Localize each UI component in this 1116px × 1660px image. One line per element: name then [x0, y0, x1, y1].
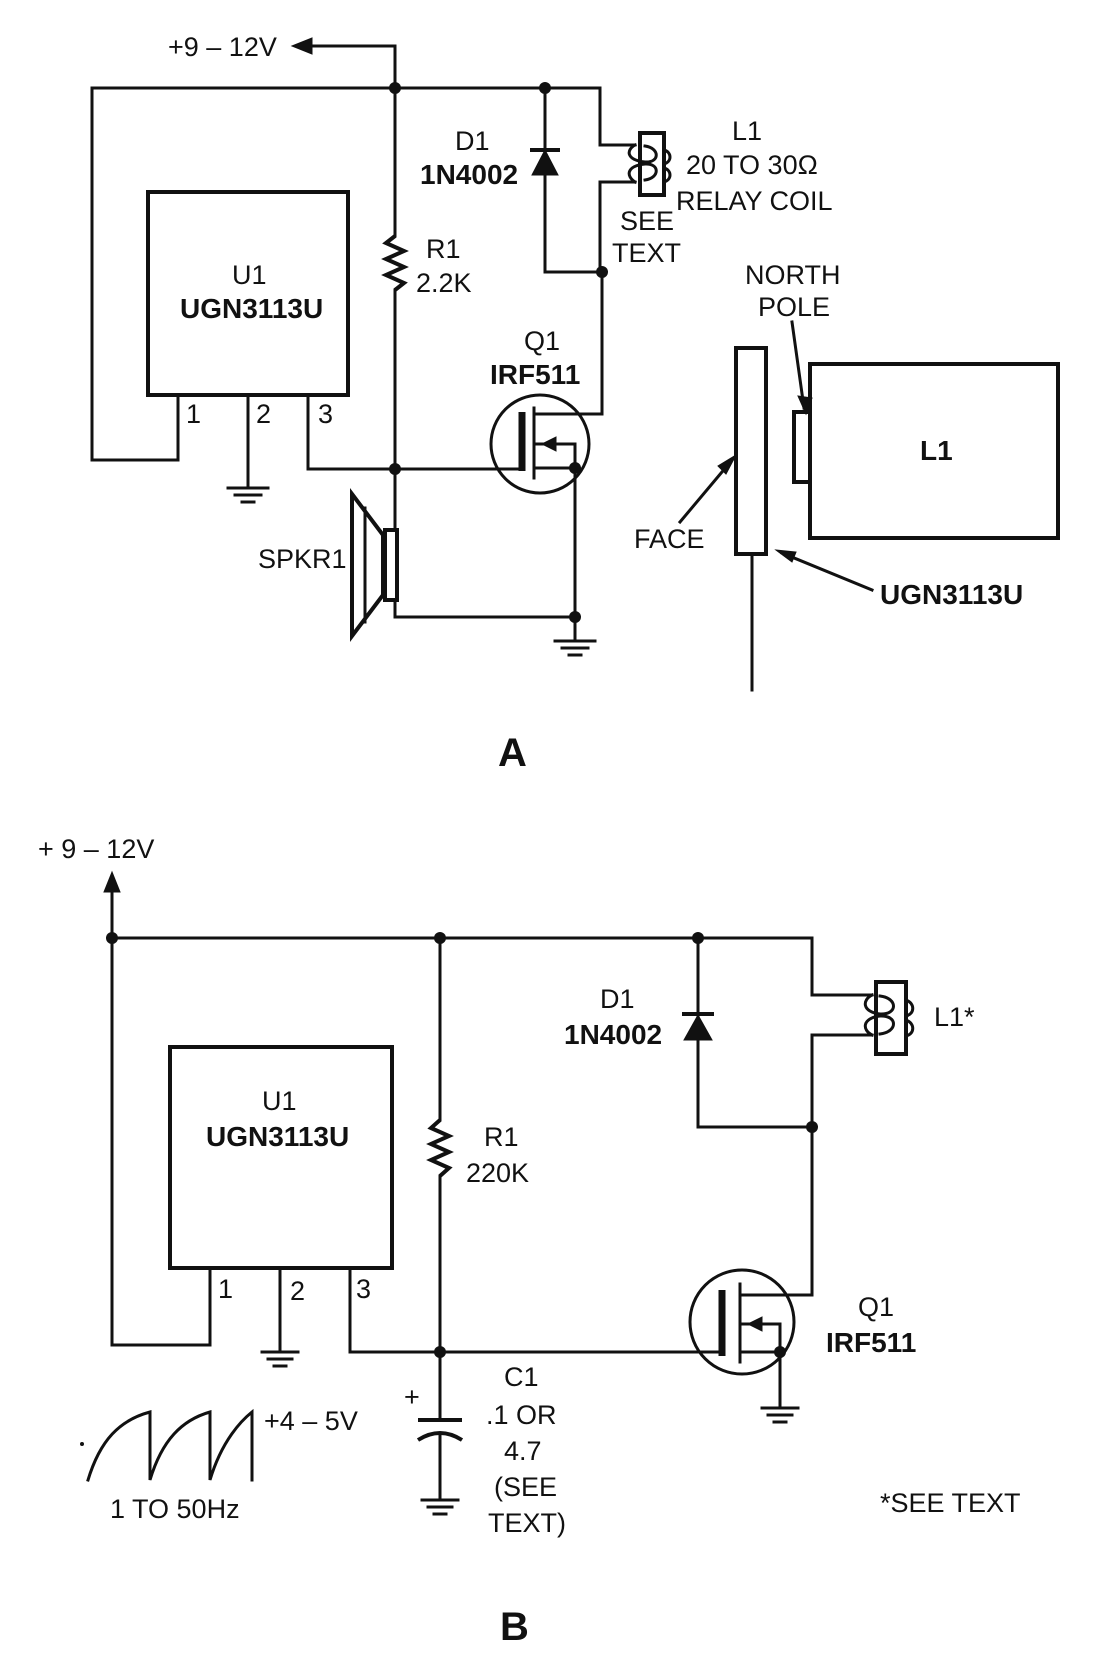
c1-ref-b: C1 [504, 1362, 539, 1392]
ground-symbol-u1-a [226, 486, 270, 504]
top-rail-a [90, 82, 602, 462]
u1-pin3-b: 3 [356, 1274, 371, 1304]
u1-pin1-a: 1 [186, 399, 201, 429]
l1-value-a: 20 TO 30Ω [686, 150, 818, 180]
ground-symbol-c1-b [420, 1498, 460, 1516]
north-pole-2-a: POLE [758, 292, 830, 322]
u1-ref-b: U1 [262, 1086, 297, 1116]
supply-label-a: +9 – 12V [168, 32, 277, 62]
supply-label-b: + 9 – 12V [38, 834, 154, 864]
r1-value-b: 220K [466, 1158, 529, 1188]
capacitor-c1-b [416, 1418, 464, 1502]
resistor-r1-a [381, 234, 409, 292]
q1-part-b: IRF511 [826, 1327, 916, 1358]
diode-d1-a [530, 148, 560, 176]
r1-ref-b: R1 [484, 1122, 519, 1152]
l1-ref-b: L1* [934, 1002, 975, 1032]
wave-amp-b: +4 – 5V [264, 1406, 358, 1436]
face-label-a: FACE [634, 524, 705, 554]
wave-freq-b: 1 TO 50Hz [110, 1494, 240, 1524]
d1-ref-a: D1 [455, 126, 490, 156]
coil-box-label-a: L1 [920, 435, 953, 466]
q1-ref-b: Q1 [858, 1292, 894, 1322]
sensor-pointer-a [780, 551, 874, 592]
speaker-spkr1-a [350, 488, 399, 642]
sensor-face-a [734, 346, 768, 692]
ground-symbol-q1-a [553, 639, 597, 657]
relay-coil-l1-b [863, 980, 915, 1056]
ground-symbol-u1-b [260, 1350, 300, 1368]
top-rail-b [106, 932, 814, 1347]
u1-pin2-a: 2 [256, 399, 271, 429]
north-pole-1-a: NORTH [745, 260, 841, 290]
d1-ref-b: D1 [600, 984, 635, 1014]
u1-pin2-b: 2 [290, 1276, 305, 1306]
mosfet-q1-a [489, 393, 591, 495]
c1-value-3-b: (SEE [494, 1472, 557, 1502]
c1-value-4-b: TEXT) [488, 1508, 566, 1538]
q1-ref-a: Q1 [524, 326, 560, 356]
resistor-r1-b [426, 1118, 454, 1178]
q1-part-a: IRF511 [490, 359, 580, 390]
north-pole-pointer-a [790, 320, 806, 410]
mosfet-q1-b [688, 1268, 796, 1376]
see-text-2-a: TEXT [612, 238, 681, 268]
u1-part-a: UGN3113U [180, 293, 323, 324]
u1-pin1-b: 1 [218, 1274, 233, 1304]
u1-pin3-a: 3 [318, 399, 333, 429]
l1-desc-a: RELAY COIL [676, 186, 833, 216]
sensor-label-a: UGN3113U [880, 579, 1023, 610]
d1-part-a: 1N4002 [420, 159, 518, 190]
u1-part-b: UGN3113U [206, 1121, 349, 1152]
sawtooth-waveform-b [80, 1408, 254, 1482]
ground-symbol-q1-b [760, 1406, 800, 1424]
circuit-a: +9 – 12V U1 UGN3113U 1 2 3 R [90, 32, 1060, 775]
r1-value-a: 2.2K [416, 268, 472, 298]
spkr-ref-a: SPKR1 [258, 544, 347, 574]
cap-plus-b: + [404, 1382, 420, 1412]
relay-coil-l1-a [627, 131, 672, 197]
l1-ref-a: L1 [732, 116, 762, 146]
see-text-1-a: SEE [620, 206, 674, 236]
panel-label-a: A [498, 731, 527, 775]
panel-label-b: B [500, 1605, 529, 1649]
c1-value-1-b: .1 OR [486, 1400, 557, 1430]
supply-arrow-a [290, 37, 397, 90]
u1-chip-b [168, 1045, 394, 1270]
u1-ref-a: U1 [232, 260, 267, 290]
diode-d1-b [682, 1012, 714, 1041]
d1-part-b: 1N4002 [564, 1019, 662, 1050]
coil-l1-box-a [792, 362, 1060, 540]
supply-arrow-b [103, 870, 121, 940]
circuit-b: + 9 – 12V U1 UGN3113U 1 2 3 [38, 834, 1021, 1649]
footnote-b: *SEE TEXT [880, 1488, 1021, 1518]
c1-value-2-b: 4.7 [504, 1436, 542, 1466]
r1-ref-a: R1 [426, 234, 461, 264]
